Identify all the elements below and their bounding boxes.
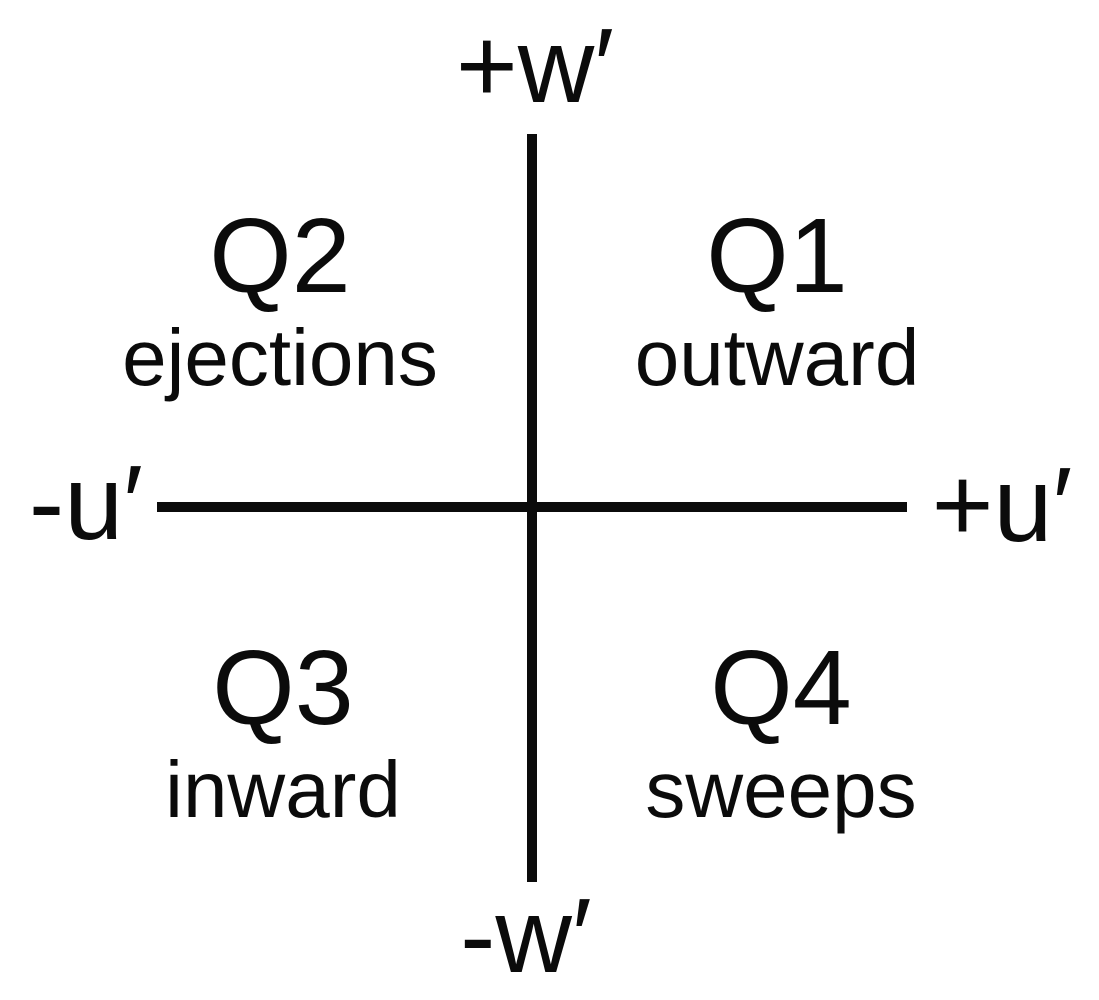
quadrant-q2-id: Q2 — [209, 197, 351, 315]
quadrant-q4-id: Q4 — [710, 629, 852, 747]
quadrant-q3: Q3 inward — [165, 635, 401, 830]
quadrant-q3-name: inward — [165, 745, 401, 834]
quadrant-q1: Q1 outward — [635, 203, 920, 398]
axis-label-minus-u: -u′ — [28, 444, 144, 562]
quadrant-q2-name: ejections — [122, 313, 438, 402]
u-axis-line — [157, 502, 907, 512]
quadrant-q4: Q4 sweeps — [645, 635, 916, 830]
quadrant-q3-id: Q3 — [212, 629, 354, 747]
quadrant-q4-name: sweeps — [645, 745, 917, 834]
quadrant-q1-name: outward — [634, 313, 920, 402]
axis-label-plus-u: +u′ — [931, 446, 1073, 564]
quadrant-q1-id: Q1 — [706, 197, 848, 315]
quadrant-q2: Q2 ejections — [122, 203, 438, 398]
axis-label-minus-w: -w′ — [460, 877, 592, 995]
axis-label-plus-w: +w′ — [455, 7, 615, 125]
